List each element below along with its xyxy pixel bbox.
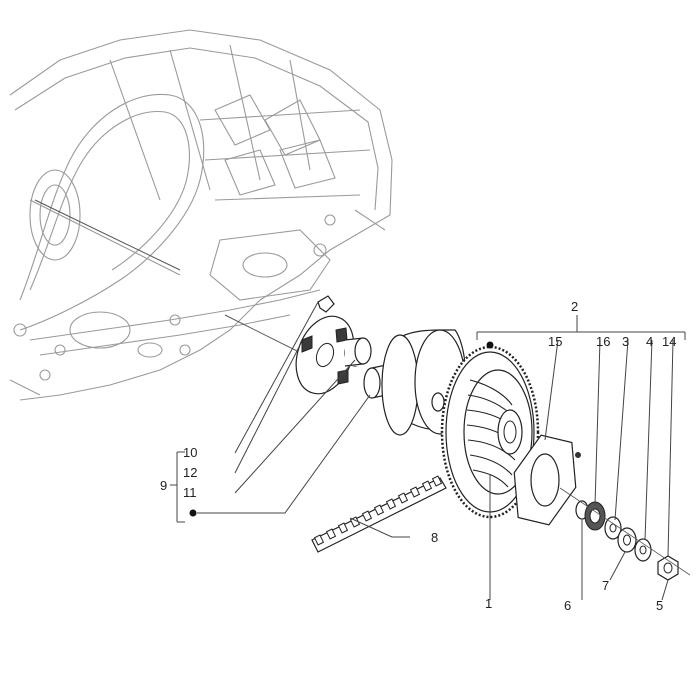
callout-9: 9	[160, 478, 167, 493]
callout-15: 15	[548, 334, 562, 349]
washer-part-4	[634, 538, 652, 562]
bearing-part-16	[584, 501, 606, 531]
washer-part-3	[604, 516, 622, 540]
callout-3: 3	[622, 334, 629, 349]
bracket-group-9	[170, 451, 197, 523]
callout-11: 11	[183, 485, 197, 500]
callout-6: 6	[564, 598, 571, 613]
callout-12: 12	[183, 465, 197, 480]
callout-5: 5	[656, 598, 663, 613]
callout-2: 2	[571, 299, 578, 314]
callout-8: 8	[431, 530, 438, 545]
callout-16: 16	[596, 334, 610, 349]
callout-labels: 1 2 3 4 5 6 7 8 9 10 11 12 14 15 16	[160, 299, 676, 613]
callout-14: 14	[662, 334, 676, 349]
callout-1: 1	[485, 596, 492, 611]
callout-7: 7	[602, 578, 609, 593]
bracket-group-2	[476, 315, 686, 349]
assembly-axis-line	[559, 487, 691, 576]
clip-part-10	[317, 295, 335, 313]
callout-10: 10	[183, 445, 197, 460]
bushing-part-11	[344, 337, 372, 367]
callout-4: 4	[646, 334, 653, 349]
plate-part-15	[513, 434, 581, 526]
leader-lines	[197, 301, 674, 601]
washer-part-7	[617, 527, 637, 553]
drive-belt-part-8	[311, 475, 447, 553]
nut-part-5	[657, 555, 679, 581]
